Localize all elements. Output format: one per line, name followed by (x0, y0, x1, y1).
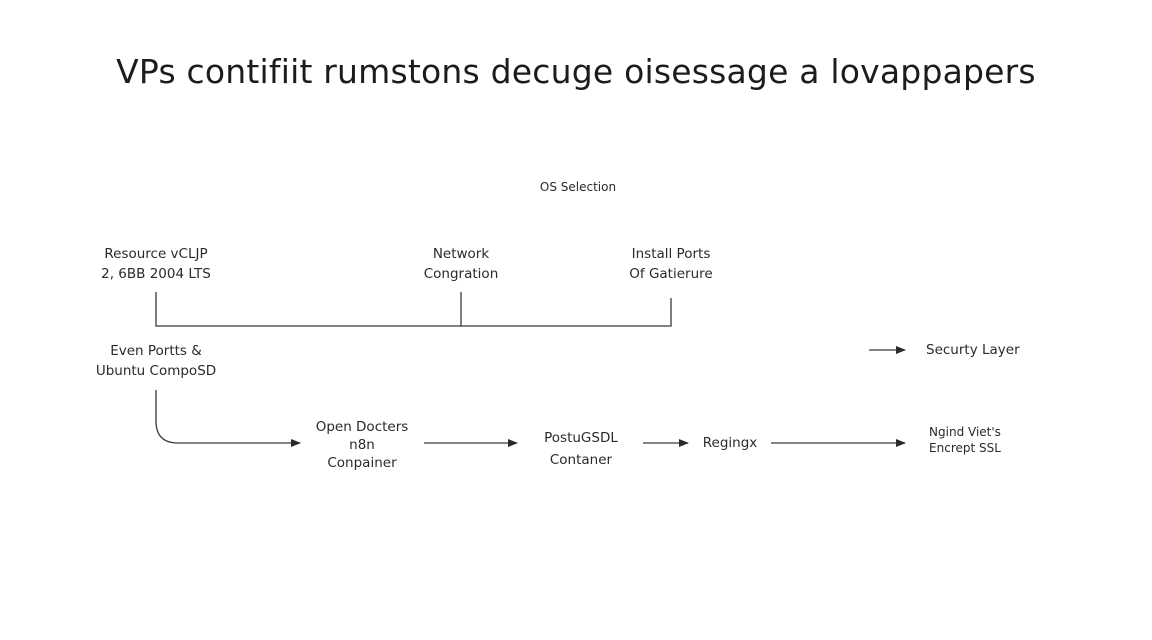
node-even-ports-line-2: Ubuntu CompoSD (95, 363, 217, 379)
node-postgsdl-line-1: PostuGSDL (544, 430, 618, 446)
node-security-layer: Securty Layer (926, 340, 1066, 360)
node-network: Network Congration (391, 244, 531, 284)
diagram-title: VPs contifiit rumstons decuge oisessage … (116, 52, 1036, 91)
node-postgsdl: PostuGSDL Contaner (521, 427, 641, 471)
node-ngind-viets-line-2: Encrept SSL (929, 441, 1001, 455)
node-resource-line-2: 2, 6BB 2004 LTS (101, 266, 211, 282)
node-ngind-viets-line-1: Ngind Viet's (929, 425, 1001, 439)
node-install-ports-line-1: Install Ports (631, 246, 711, 262)
node-resource-line-1: Resource vCLJP (104, 246, 208, 262)
node-open-docters: Open Docters n8n Conpainer (302, 418, 422, 472)
node-security-layer-line-1: Securty Layer (926, 342, 1020, 358)
node-even-ports: Even Portts & Ubuntu CompoSD (86, 341, 226, 381)
top-bracket-connector (155, 292, 672, 327)
node-regingx-line-1: Regingx (702, 435, 758, 451)
node-install-ports: Install Ports Of Gatierure (601, 244, 741, 284)
node-open-docters-line-1: Open Docters (315, 419, 409, 435)
node-resource: Resource vCLJP 2, 6BB 2004 LTS (86, 244, 226, 284)
arrow-to-open-docters (155, 390, 301, 447)
node-ngind-viets: Ngind Viet's Encrept SSL (905, 424, 1025, 456)
node-network-line-2: Congration (423, 266, 499, 282)
node-os-selection-line-1: OS Selection (539, 180, 617, 194)
node-os-selection: OS Selection (508, 179, 648, 195)
node-open-docters-line-3: Conpainer (327, 455, 397, 471)
node-regingx: Regingx (690, 433, 770, 453)
node-even-ports-line-1: Even Portts & (110, 343, 202, 359)
node-postgsdl-line-2: Contaner (549, 452, 613, 468)
node-open-docters-line-2: n8n (349, 437, 375, 453)
node-install-ports-line-2: Of Gatierure (629, 266, 713, 282)
node-network-line-1: Network (432, 246, 490, 262)
